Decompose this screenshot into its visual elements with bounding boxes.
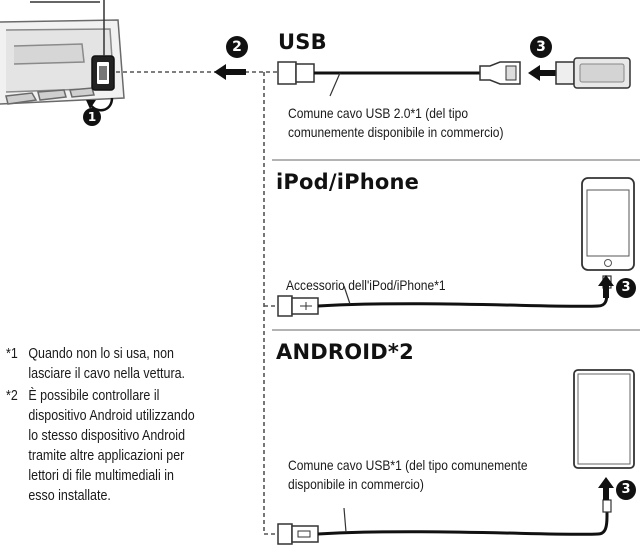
micro-usb-cable: [277, 499, 612, 545]
ipod-section-title: iPod/iPhone: [276, 170, 420, 194]
ipod-cable-caption: Accessorio dell'iPod/iPhone*1: [286, 276, 446, 295]
dashed-connection: [116, 71, 288, 535]
usb-cable-caption: Comune cavo USB 2.0*1 (del tipo comuneme…: [288, 104, 503, 142]
iphone-device: [581, 177, 635, 271]
step-3-badge-ipod: 3: [616, 278, 636, 298]
footnote-2-line: tramite altre applicazioni per: [28, 448, 185, 464]
step-2-arrow: [214, 64, 246, 80]
car-stereo-unit: [0, 19, 125, 105]
usb-flash-drive: [555, 57, 631, 89]
android-device: [573, 369, 635, 469]
footnote-mark: *1: [6, 346, 18, 362]
usb-socket: [91, 55, 115, 91]
android-cable-caption: Comune cavo USB*1 (del tipo comunemente …: [288, 456, 528, 494]
step-3-badge-android: 3: [616, 480, 636, 500]
step-1-badge: 1: [83, 108, 101, 126]
usb-section-title: USB: [278, 30, 327, 54]
caption-line: disponibile in commercio): [288, 476, 424, 492]
footnote-1-line: lasciare il cavo nella vettura.: [28, 366, 186, 382]
footnote-2-line: lo stesso dispositivo Android: [28, 428, 186, 444]
step-2-badge: 2: [226, 36, 248, 58]
step-3-arrow-ipod: [598, 275, 614, 298]
footnote-2-line: dispositivo Android utilizzando: [28, 408, 195, 424]
usb-cable: [277, 61, 521, 97]
step-3-arrow-usb: [528, 65, 556, 81]
caption-line: Comune cavo USB*1 (del tipo comunemente: [288, 457, 528, 473]
step-3-badge-usb: 3: [530, 36, 552, 58]
footnote-2-line: esso installate.: [28, 488, 111, 504]
footnote-2-line: lettori di file multimediali in: [28, 468, 174, 484]
footnote-mark: *2: [6, 388, 18, 404]
caption-line: comunemente disponibile in commercio): [288, 124, 504, 140]
step-3-arrow-android: [598, 477, 614, 500]
caption-line: Comune cavo USB 2.0*1 (del tipo: [288, 105, 469, 121]
caption-line: Accessorio dell'iPod/iPhone*1: [286, 277, 446, 293]
android-section-title: ANDROID*2: [276, 340, 414, 364]
